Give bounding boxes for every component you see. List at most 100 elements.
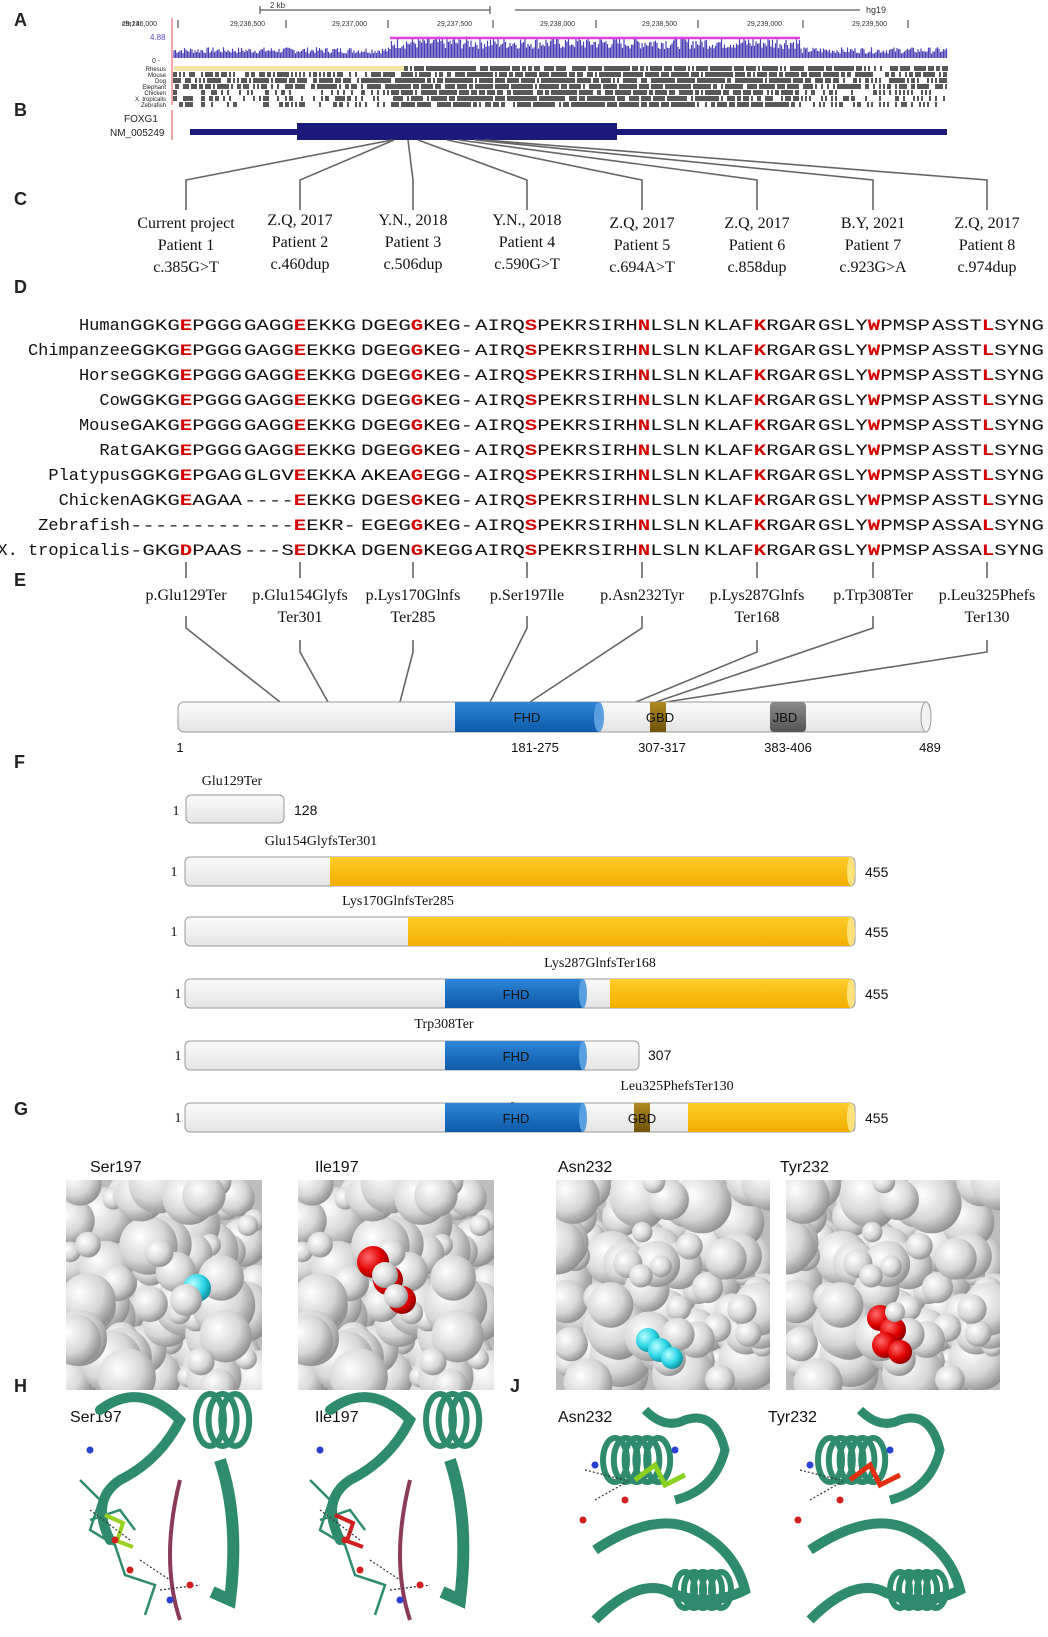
atom-sphere — [727, 1294, 757, 1324]
patient-id: Patient 2 — [272, 234, 328, 251]
patient-cdna: c.923G>A — [839, 259, 907, 276]
atom-dot — [591, 1461, 599, 1469]
domain-connector — [185, 616, 281, 703]
atom-sphere — [734, 1320, 762, 1347]
helix-turn — [914, 1569, 940, 1611]
protein-change: p.Leu325Phefs — [939, 587, 1035, 604]
atom-dot — [126, 1566, 134, 1574]
atom-sphere — [563, 1358, 613, 1390]
fhd-domain-cap — [594, 702, 604, 732]
protein-change: Ter301 — [277, 609, 322, 626]
fhd-domain — [455, 702, 599, 732]
helix-turn — [218, 1391, 253, 1449]
truncation-end-6: 455 — [865, 1110, 889, 1126]
helix-turn — [923, 1569, 949, 1611]
patient-source: Current project — [137, 215, 235, 232]
residue-sphere — [384, 1284, 408, 1308]
map-start: 1 — [176, 740, 183, 755]
atom-sphere — [556, 1326, 588, 1362]
residue-sphere — [885, 1302, 905, 1322]
gene-connector — [446, 139, 643, 210]
protein-change: p.Asn232Tyr — [600, 587, 684, 604]
protein-change: p.Ser197Ile — [490, 587, 564, 604]
atom-sphere — [631, 1221, 653, 1243]
domain-connector — [635, 640, 758, 703]
sphere-model-tyr232 — [786, 1180, 1000, 1390]
atom-sphere — [182, 1180, 226, 1218]
patient-id: Patient 7 — [845, 237, 901, 254]
panel-letter-b: B — [14, 100, 27, 120]
atom-sphere — [971, 1180, 1000, 1211]
ribbon-helix-bottom — [806, 1518, 966, 1624]
atom-sphere — [432, 1368, 468, 1390]
label-tyr232-ribbon: Tyr232 — [768, 1409, 817, 1426]
atom-sphere — [691, 1271, 724, 1304]
helix-turn — [448, 1391, 483, 1449]
patient-source: Y.N., 2018 — [492, 212, 561, 229]
atom-sphere — [661, 1317, 695, 1351]
domain-map: FHD GBD JBD 1 181-275 307-317 383-406 48… — [176, 701, 941, 755]
position-label: 29,237,500 — [437, 21, 472, 28]
species-track-label: X. tropicalis — [135, 97, 166, 103]
patient-cdna: c.974dup — [957, 259, 1016, 276]
atom-sphere — [556, 1218, 585, 1275]
atom-sphere — [200, 1368, 236, 1390]
gene-connector — [185, 139, 393, 210]
panel-letter-c: C — [14, 189, 27, 209]
helix-turn — [205, 1391, 240, 1449]
atom-dot — [356, 1566, 364, 1574]
fhd-label: FHD — [514, 710, 541, 725]
frameshift-region-3 — [408, 917, 850, 946]
atom-sphere — [879, 1255, 902, 1278]
species-name: X. tropicalis — [0, 542, 130, 561]
mutated-residue — [633, 1461, 687, 1489]
atom-sphere — [675, 1232, 703, 1260]
alignment-cell: --------- — [130, 517, 242, 535]
ribbon-loop — [641, 1406, 730, 1505]
domain-connector — [299, 640, 329, 703]
label-asn232-ribbon: Asn232 — [558, 1409, 612, 1426]
sphere-model-ser197 — [66, 1180, 262, 1390]
atom-sphere — [98, 1348, 156, 1390]
ribbon-model-ile197 — [309, 1391, 483, 1621]
domain-connector — [489, 616, 528, 703]
atom-sphere — [964, 1320, 992, 1347]
atom-sphere — [199, 1309, 252, 1363]
ribbon-strand-edge — [168, 1479, 182, 1621]
label-asn232-sphere: Asn232 — [558, 1159, 612, 1176]
position-label: 29,238,000 — [540, 21, 575, 28]
protein-change: p.Lys287Glnfs — [710, 587, 805, 604]
species-track-bars — [404, 66, 948, 71]
side-chains — [309, 1479, 387, 1616]
atom-sphere — [935, 1364, 965, 1390]
panel-letter-d: D — [14, 277, 27, 297]
helix-turn — [699, 1569, 725, 1611]
truncation-start-3: 1 — [171, 925, 178, 940]
atom-sphere — [469, 1214, 491, 1236]
species-track-bars — [173, 96, 945, 101]
atom-sphere — [414, 1180, 458, 1218]
atom-sphere — [786, 1180, 830, 1224]
